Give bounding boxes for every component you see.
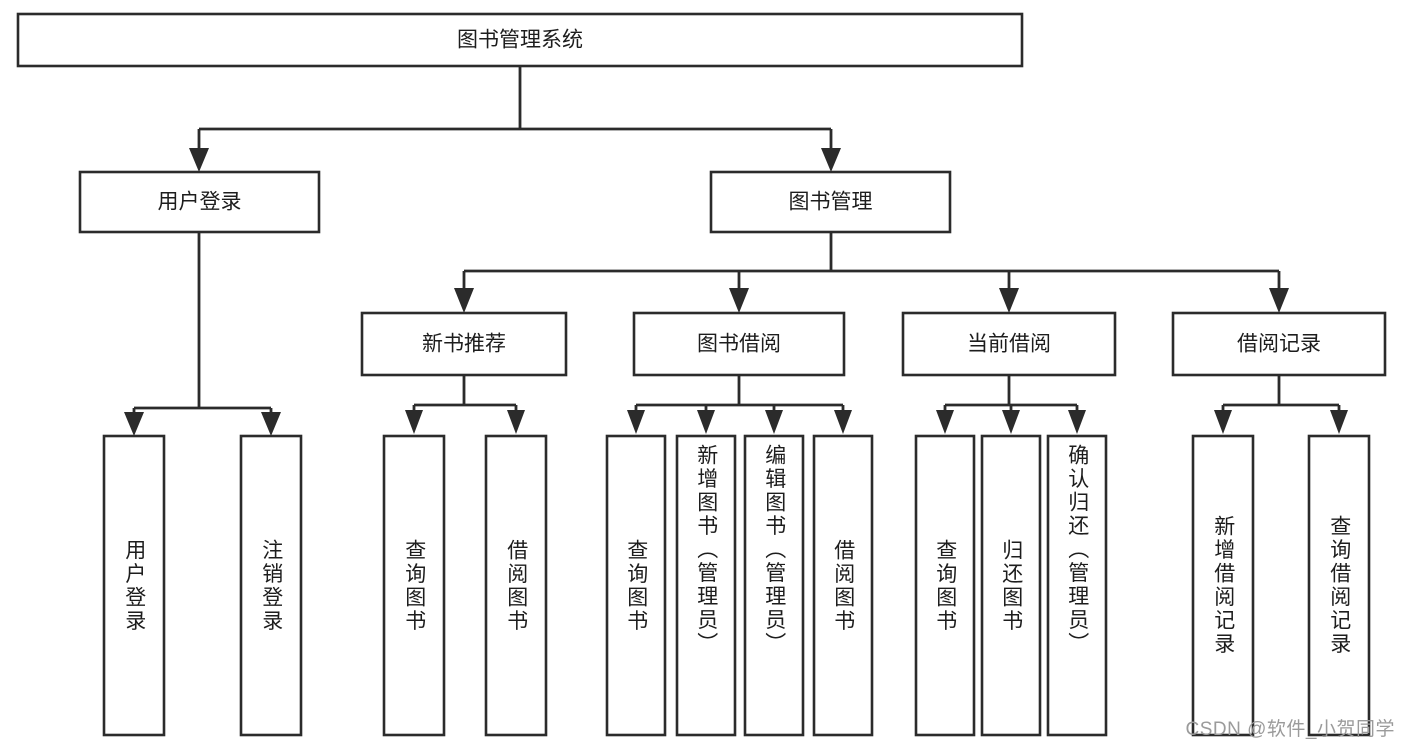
node-borrow-record[interactable]: 借阅记录 [1171,311,1387,377]
leaf-box-add-borrow-record[interactable] [1191,434,1255,737]
arrow-head-icon [405,410,423,434]
leaf-box-confirm-return-admin[interactable] [1046,434,1108,737]
arrow-head-icon [1330,410,1348,434]
arrow-head-icon [1068,410,1086,434]
connector-borrowrecord-to-leaves [1214,375,1348,434]
arrow-head-icon [765,410,783,434]
leaf-box-query-book-bb[interactable] [605,434,667,737]
arrow-head-icon [936,410,954,434]
leaf-box-borrow-book-nb[interactable] [484,434,548,737]
connector-newbook-to-leaves [405,375,525,434]
node-label: 图书借阅 [697,333,781,356]
node-label: 当前借阅 [967,333,1051,356]
leaf-box-query-book-nb[interactable] [382,434,446,737]
arrow-head-icon [697,410,715,434]
connector-currentborrow-to-leaves [936,375,1086,434]
arrow-head-icon [834,410,852,434]
arrow-head-icon [454,288,474,313]
arrow-head-icon [729,288,749,313]
leaf-box-add-book-admin[interactable] [675,434,737,737]
node-book-management[interactable]: 图书管理 [709,170,952,234]
node-label: 用户登录 [158,191,242,214]
node-label: 图书管理 [789,191,873,214]
node-label: 图书管理系统 [457,29,583,52]
arrow-head-icon [1269,288,1289,313]
arrow-head-icon [189,148,209,172]
leaf-box-edit-book-admin[interactable] [743,434,805,737]
arrow-head-icon [1214,410,1232,434]
node-label: 新书推荐 [422,333,506,356]
node-current-borrow[interactable]: 当前借阅 [901,311,1117,377]
arrow-head-icon [627,410,645,434]
leaf-box-query-book-cb[interactable] [914,434,976,737]
connector-root-to-level2 [189,66,841,172]
leaf-box-return-book[interactable] [980,434,1042,737]
connector-bookmgmt-to-level3 [454,232,1289,313]
arrow-head-icon [1002,410,1020,434]
node-label: 借阅记录 [1237,333,1321,356]
watermark: CSDN @软件_小贺同学 [1185,719,1395,740]
connector-userlogin-to-leaves [124,232,281,436]
arrow-head-icon [261,412,281,436]
arrow-head-icon [821,148,841,172]
arrow-head-icon [507,410,525,434]
node-user-login[interactable]: 用户登录 [78,170,321,234]
node-book-borrow[interactable]: 图书借阅 [632,311,846,377]
leaf-box-logout[interactable] [239,434,303,737]
leaf-box-borrow-book-bb[interactable] [812,434,874,737]
leaf-box-query-borrow-record[interactable] [1307,434,1371,737]
node-root-book-management-system[interactable]: 图书管理系统 [16,12,1024,68]
arrow-head-icon [124,412,144,436]
node-new-book-recommend[interactable]: 新书推荐 [360,311,568,377]
leaf-box-user-login[interactable] [102,434,166,737]
arrow-head-icon [999,288,1019,313]
connector-bookborrow-to-leaves [627,375,852,434]
